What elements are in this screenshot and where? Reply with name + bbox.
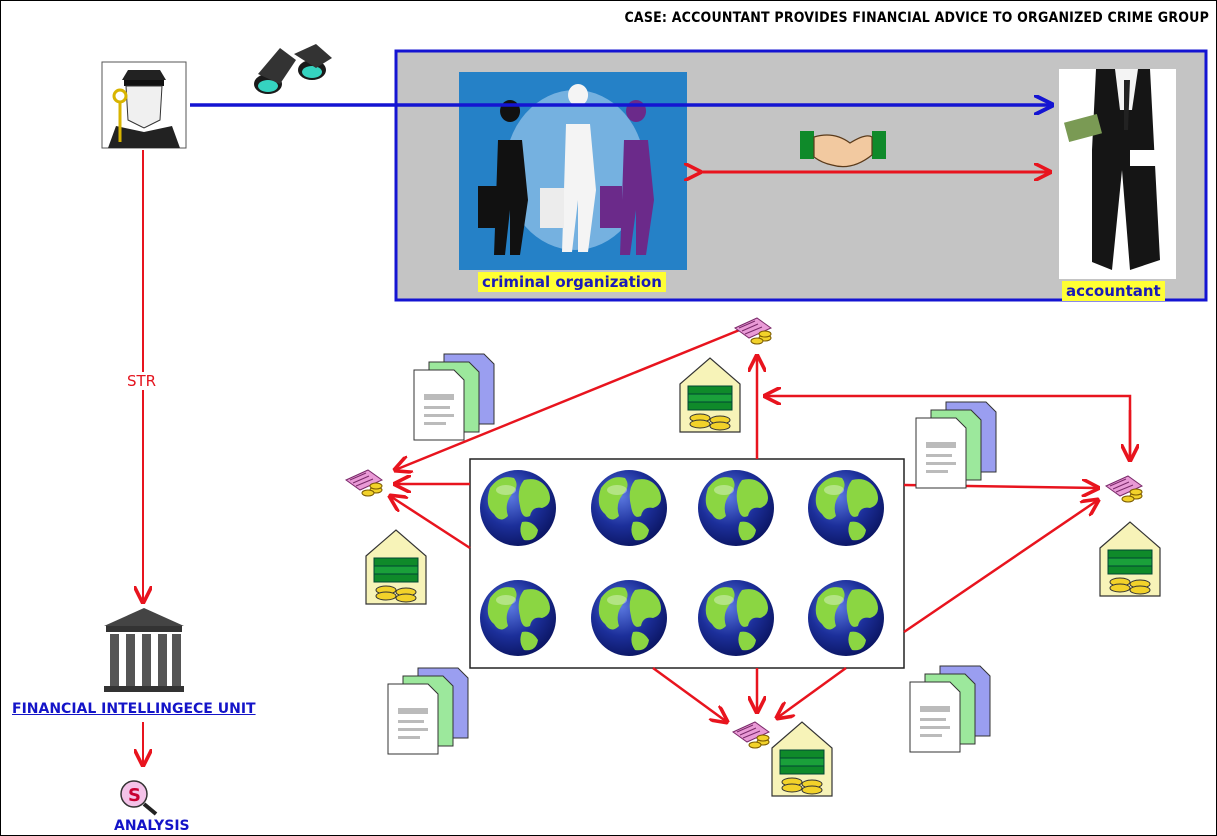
globe-icon bbox=[591, 580, 667, 656]
globe-icon bbox=[480, 470, 556, 546]
bank-building-icon bbox=[104, 608, 184, 692]
globe-icon bbox=[591, 470, 667, 546]
money-house-icon bbox=[679, 357, 741, 433]
calculator-coins-icon bbox=[1105, 475, 1143, 503]
fiu-link[interactable]: FINANCIAL INTELLINGECE UNIT bbox=[12, 701, 256, 717]
documents-icon bbox=[413, 353, 495, 441]
money-house-icon bbox=[365, 529, 427, 605]
analysis-label[interactable]: ANALYSIS bbox=[114, 818, 190, 834]
globe-icon bbox=[808, 470, 884, 546]
criminal-organization-image bbox=[459, 72, 687, 270]
str-label: STR bbox=[125, 372, 159, 390]
calculator-coins-icon bbox=[734, 317, 772, 345]
calculator-coins-icon bbox=[345, 469, 383, 497]
money-house-icon bbox=[771, 721, 833, 797]
accountant-image bbox=[1059, 69, 1176, 279]
handshake-icon bbox=[800, 131, 886, 168]
documents-icon bbox=[909, 665, 991, 753]
documents-icon bbox=[915, 401, 997, 489]
globe-icon bbox=[698, 470, 774, 546]
police-officer-icon bbox=[101, 61, 187, 149]
money-house-icon bbox=[1099, 521, 1161, 597]
svg-text:S: S bbox=[128, 785, 141, 806]
globe-icon bbox=[808, 580, 884, 656]
globe-icon bbox=[698, 580, 774, 656]
binoculars-icon bbox=[254, 44, 332, 94]
search-analysis-icon: S bbox=[120, 780, 158, 816]
accountant-label: accountant bbox=[1062, 281, 1165, 301]
case-title: CASE: ACCOUNTANT PROVIDES FINANCIAL ADVI… bbox=[624, 10, 1209, 26]
documents-icon bbox=[387, 667, 469, 755]
globe-icon bbox=[480, 580, 556, 656]
calculator-coins-icon bbox=[732, 721, 770, 749]
criminal-organization-label: criminal organization bbox=[478, 272, 666, 292]
